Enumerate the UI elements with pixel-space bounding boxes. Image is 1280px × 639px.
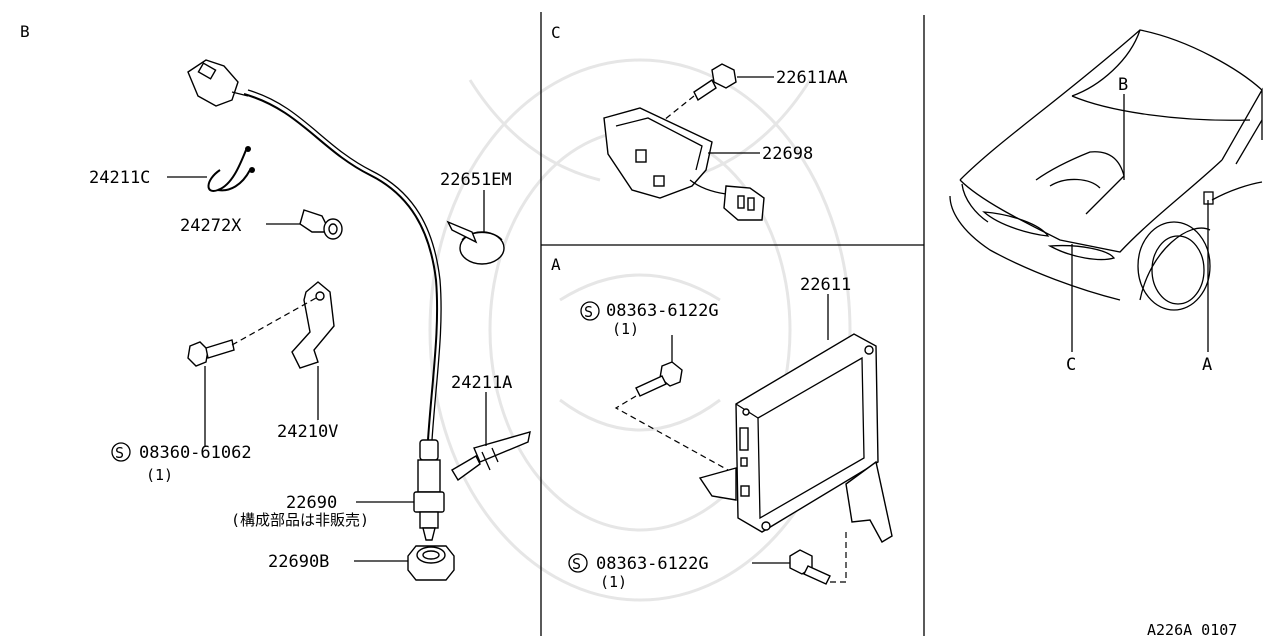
bolt-22611aa bbox=[693, 63, 737, 102]
label-22690: 22690 bbox=[286, 493, 337, 513]
bracket-22698 bbox=[603, 107, 765, 221]
car-label-b: B bbox=[1118, 75, 1128, 95]
nut-22690b bbox=[407, 545, 455, 581]
screw-symbol-icon bbox=[111, 442, 131, 462]
oxygen-sensor-harness bbox=[187, 59, 442, 441]
bolt-08360 bbox=[187, 339, 235, 367]
screw-symbol-s: S bbox=[115, 444, 124, 462]
bolt-08363-top bbox=[635, 361, 683, 397]
cable-tie-24211a bbox=[451, 431, 531, 482]
label-22611aa: 22611AA bbox=[776, 68, 848, 88]
grommet-24272x bbox=[299, 209, 343, 240]
oxygen-sensor-body bbox=[413, 439, 445, 541]
label-22690b: 22690B bbox=[268, 552, 329, 572]
section-dividers bbox=[540, 12, 925, 636]
section-label-a: A bbox=[551, 255, 561, 274]
label-24210v: 24210V bbox=[277, 422, 338, 442]
vehicle-overview bbox=[949, 29, 1263, 311]
label-24211a: 24211A bbox=[451, 373, 512, 393]
label-22690-note: (構成部品は非販売) bbox=[231, 511, 369, 529]
clip-22651em bbox=[446, 220, 505, 265]
label-08360-qty: (1) bbox=[146, 466, 173, 484]
bracket-24210v bbox=[291, 281, 335, 369]
label-08363-top-qty: (1) bbox=[612, 320, 639, 338]
label-24211c: 24211C bbox=[89, 168, 150, 188]
car-label-c: C bbox=[1066, 355, 1076, 375]
label-22611: 22611 bbox=[800, 275, 851, 295]
label-22651em: 22651EM bbox=[440, 170, 512, 190]
label-08363-bottom: 08363-6122G bbox=[596, 554, 709, 574]
screw-symbol-icon-a1 bbox=[580, 301, 600, 321]
label-22698: 22698 bbox=[762, 144, 813, 164]
section-label-b: B bbox=[20, 22, 30, 41]
car-label-a: A bbox=[1202, 355, 1212, 375]
label-08363-top: 08363-6122G bbox=[606, 301, 719, 321]
label-08360-61062: 08360-61062 bbox=[139, 443, 252, 463]
section-label-c: C bbox=[551, 23, 561, 42]
wire-loop-24211c bbox=[207, 146, 255, 192]
bolt-08363-bottom bbox=[789, 549, 831, 585]
screw-symbol-s-a2: S bbox=[572, 555, 581, 573]
ecm-22611 bbox=[698, 333, 893, 543]
label-08363-bottom-qty: (1) bbox=[600, 573, 627, 591]
screw-symbol-s-a1: S bbox=[584, 303, 593, 321]
diagram-code: A226A 0107 bbox=[1147, 621, 1237, 639]
label-24272x: 24272X bbox=[180, 216, 242, 236]
screw-symbol-icon-a2 bbox=[568, 553, 588, 573]
